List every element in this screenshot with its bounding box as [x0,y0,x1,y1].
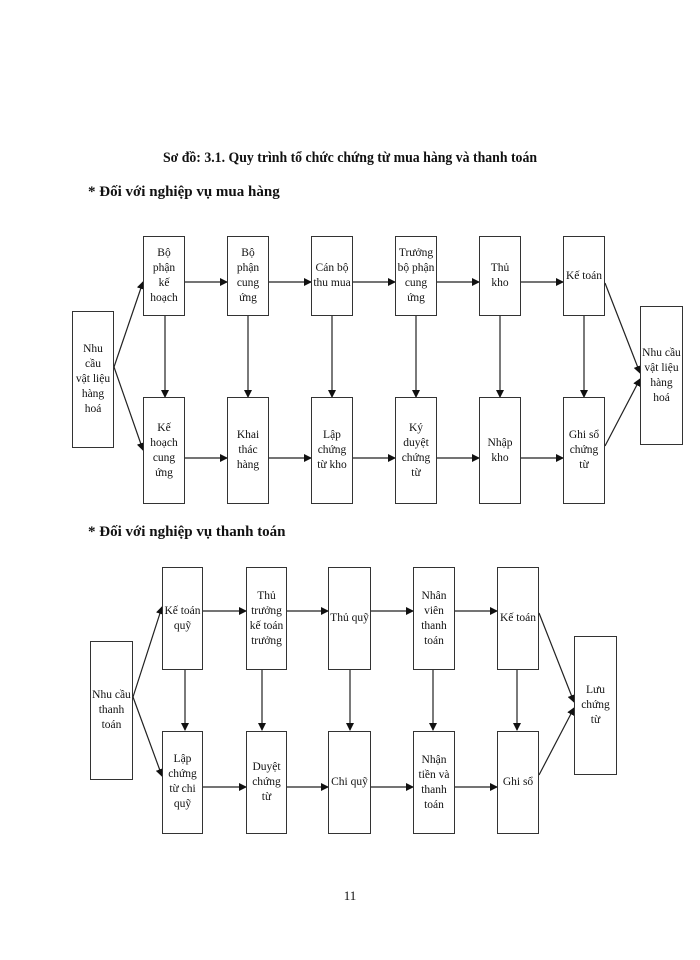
purchase-top-node-1: Bộ phận kế hoạch [143,236,185,316]
diagram-title: Sơ đồ: 3.1. Quy trình tổ chức chứng từ m… [162,150,538,166]
purchase-bottom-node-3: Lập chứng từ kho [311,397,353,504]
node-label: Nhập kho [487,436,513,464]
purchase-bottom-node-4: Ký duyệt chứng từ [395,397,437,504]
node-label: Cán bộ thu mua [313,262,351,289]
node-label: Kế toán [499,612,537,624]
node-label: Duyệt chứng từ [252,761,281,803]
purchase-bottom-node-2: Khai thác hàng [227,397,269,504]
node-label: Kế toán [565,269,603,282]
node-label: Khai thác hàng [236,429,260,471]
node-label: Kế toán quỹ [164,604,201,632]
page-number: 11 [343,888,357,903]
purchase-top-node-3: Cán bộ thu mua [311,236,353,316]
payment-section-heading: * Đối với nghiệp vụ thanh toán [88,524,286,540]
node-label: Bộ phận cung ứng [236,247,260,304]
purchase-start-node: Nhu cầu vật liệu hàng hoá [72,311,114,448]
node-label: Nhu cầu vật liệu hàng hoá [642,346,681,404]
purchase-end-node: Nhu cầu vật liệu hàng hoá [640,306,683,445]
payment-end-node: Lưu chứng từ [574,636,617,775]
node-label: Ghi sổ [502,776,534,788]
payment-top-node-5: Kế toán [497,567,539,670]
purchase-bottom-node-1: Kế hoạch cung ứng [143,397,185,504]
payment-bottom-node-3: Chi quỹ [328,731,371,834]
payment-start-node: Nhu cầu thanh toán [90,641,133,780]
purchase-bottom-node-5: Nhập kho [479,397,521,504]
purchase-top-node-5: Thủ kho [479,236,521,316]
node-label: Lập chứng từ kho [317,429,347,471]
node-label: Trưởng bộ phận cung ứng [397,247,435,304]
node-label: Bộ phận kế hoạch [150,247,178,304]
purchase-section-heading: * Đối với nghiệp vụ mua hàng [88,184,280,200]
node-label: Lưu chứng từ [581,684,610,726]
node-label: Nhu cầu thanh toán [92,689,131,731]
node-label: Thủ trưởng kế toán trưởng [249,589,284,647]
purchase-top-node-6: Kế toán [563,236,605,316]
node-label: Nhận tiền và thanh toán [418,753,450,811]
payment-top-node-2: Thủ trưởng kế toán trưởng [246,567,287,670]
node-label: Nhân viên thanh toán [421,589,447,647]
node-label: Chi quỹ [331,776,368,788]
purchase-bottom-node-6: Ghi sổ chứng từ [563,397,605,504]
purchase-top-node-4: Trưởng bộ phận cung ứng [395,236,437,316]
payment-bottom-node-5: Ghi sổ [497,731,539,834]
purchase-top-node-2: Bộ phận cung ứng [227,236,269,316]
node-label: Lập chứng từ chi quỹ [168,753,197,810]
node-label: Thủ quỹ [330,612,369,624]
payment-top-node-1: Kế toán quỹ [162,567,203,670]
payment-top-node-4: Nhân viên thanh toán [413,567,455,670]
node-label: Thủ kho [490,262,510,289]
node-label: Ghi sổ chứng từ [568,429,600,471]
payment-bottom-node-2: Duyệt chứng từ [246,731,287,834]
payment-bottom-node-4: Nhận tiền và thanh toán [413,731,455,834]
payment-top-node-3: Thủ quỹ [328,567,371,670]
payment-bottom-node-1: Lập chứng từ chi quỹ [162,731,203,834]
node-label: Kế hoạch cung ứng [150,421,178,479]
node-label: Nhu cầu vật liệu hàng hoá [75,343,111,415]
node-label: Ký duyệt chứng từ [401,421,431,479]
